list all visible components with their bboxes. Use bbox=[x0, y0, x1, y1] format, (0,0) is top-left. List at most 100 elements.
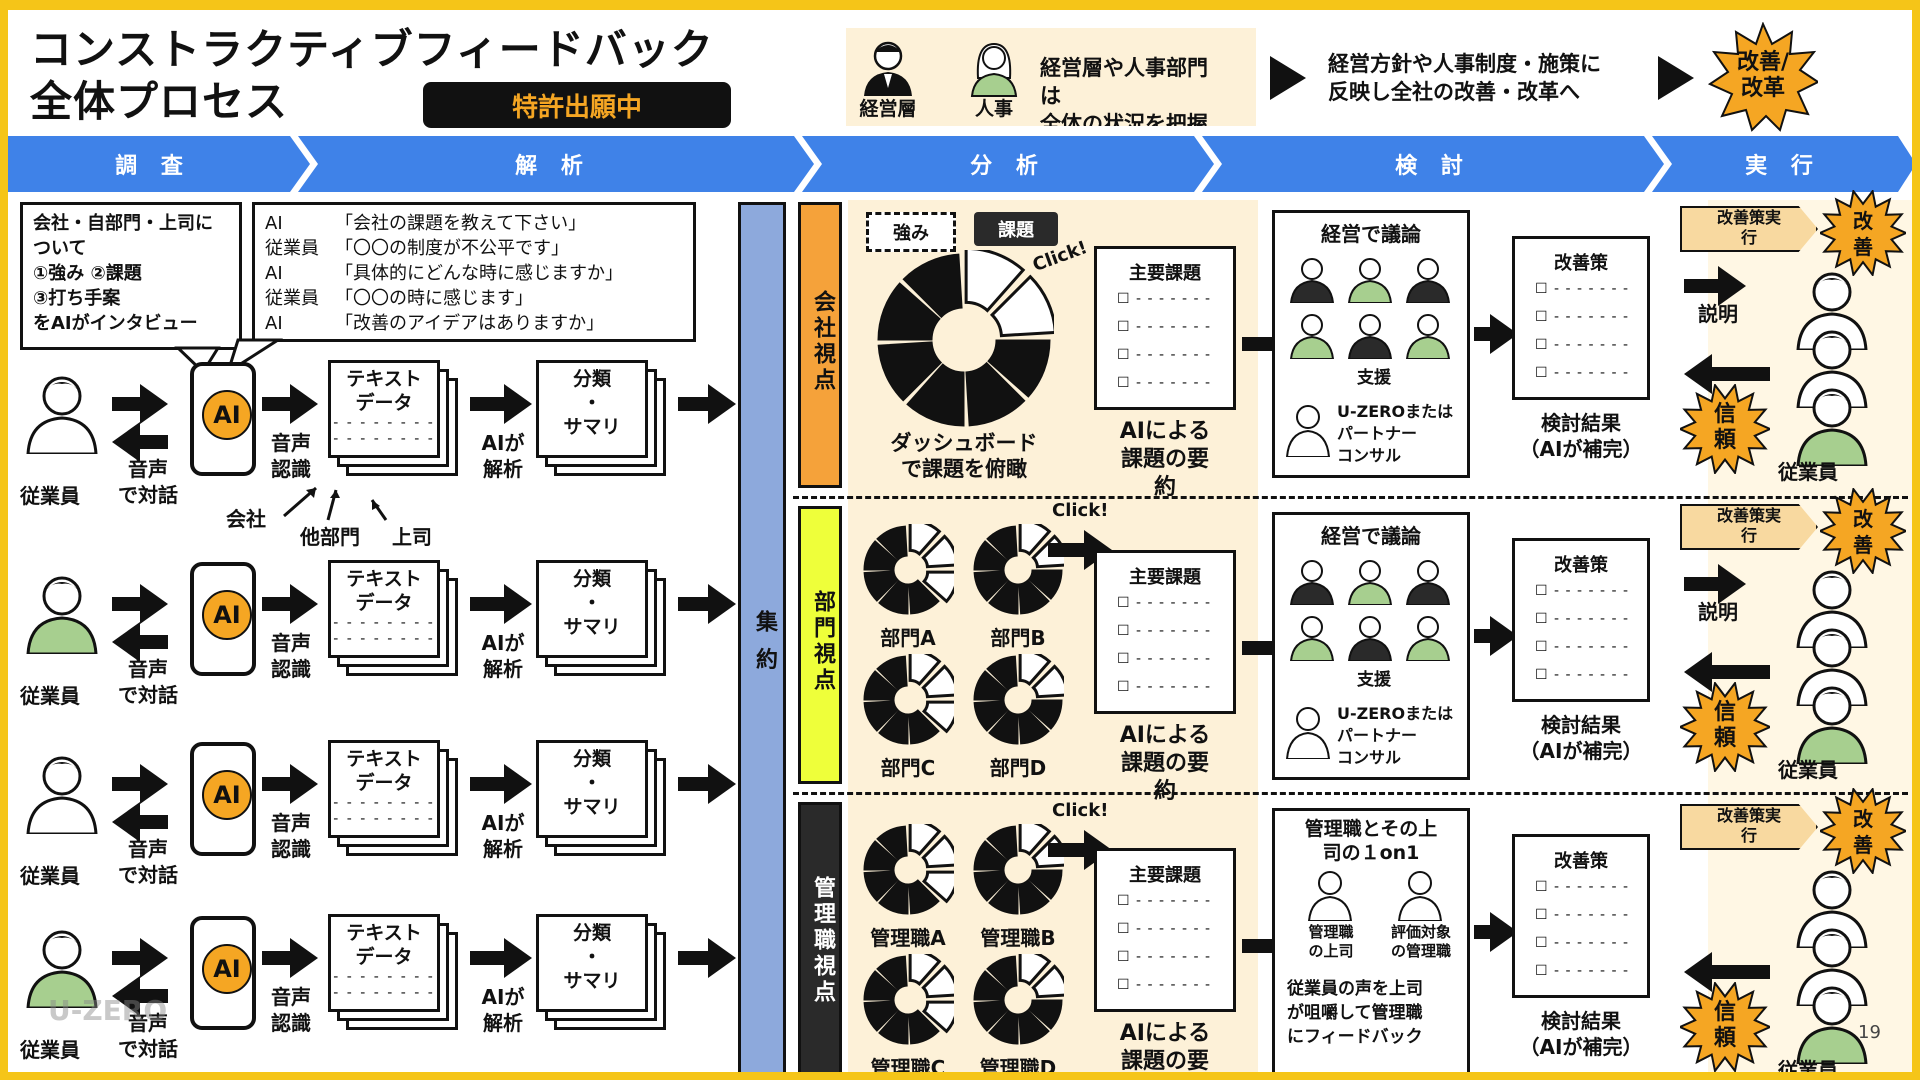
employee-label: 従業員 bbox=[1778, 1058, 1838, 1080]
dialog-callout: AI「会社の課題を教えて下さい」 従業員「〇〇の制度が不公平です」 AI「具体的… bbox=[252, 202, 696, 342]
donut-segment bbox=[863, 870, 899, 902]
donut-label: 部門C bbox=[880, 756, 936, 780]
board-member-icon bbox=[1289, 258, 1335, 303]
checkbox-item: ☐ - - - - - - - bbox=[1535, 611, 1630, 627]
classify-title: 分類・サマリ bbox=[539, 747, 645, 819]
board-member-icon bbox=[1289, 314, 1335, 359]
donut-segment bbox=[986, 825, 1018, 861]
consult-line3: コンサル bbox=[1337, 748, 1402, 767]
aa-line1: AIが bbox=[481, 985, 525, 1009]
voice-dialog-line2: で対話 bbox=[118, 683, 178, 707]
text-data-title: テキストデータ bbox=[331, 567, 437, 615]
donut-segment bbox=[876, 655, 908, 691]
improvement-title: 改善策 bbox=[1554, 555, 1608, 576]
ai-analysis-label: AIが解析 bbox=[474, 810, 532, 862]
consultant-label: U-ZEROまたはパートナーコンサル bbox=[1337, 703, 1469, 769]
donut-segment bbox=[986, 525, 1018, 561]
placeholder-line: - - - - - - - - bbox=[333, 969, 435, 985]
trust-burst-icon bbox=[1680, 384, 1770, 474]
trust-burst-text: 信頼 bbox=[1702, 1000, 1748, 1052]
donut-segment bbox=[877, 341, 943, 402]
employee-icon bbox=[26, 930, 98, 1008]
arrow-right-icon bbox=[1474, 912, 1518, 952]
dialog-speaker: AI bbox=[265, 213, 283, 234]
ai-summary-line3: 約 bbox=[1153, 779, 1176, 804]
arrow-right-icon bbox=[678, 384, 736, 424]
vr-line1: 音声 bbox=[271, 811, 311, 835]
arrow-left-icon bbox=[112, 802, 168, 842]
arrow-right-icon bbox=[112, 584, 168, 624]
mgmt-discussion-title: 経営で議論 bbox=[1321, 524, 1421, 548]
placeholder-line: - - - - - - - - bbox=[333, 985, 435, 1001]
employee-icon bbox=[26, 576, 98, 654]
page-title: コンストラクティブフィードバック 全体プロセス bbox=[30, 24, 714, 128]
checkbox-item: ☐ - - - - - - - bbox=[1117, 679, 1212, 695]
employee-label: 従業員 bbox=[20, 1038, 80, 1062]
aa-line2: 解析 bbox=[483, 457, 523, 481]
donut-segment bbox=[863, 540, 899, 571]
classify-line3: サマリ bbox=[563, 796, 621, 818]
interview-callout: 会社・自部門・上司に ついて ①強み ②課題 ③打ち手案 をAIがインタビュー bbox=[20, 202, 242, 350]
ai-summary-caption: AIによる課題の要約 bbox=[1094, 418, 1236, 502]
callout-line: 会社・自部門・上司に bbox=[33, 213, 213, 234]
result-line2: （AIが補完） bbox=[1519, 739, 1643, 763]
improve-line1: 改 bbox=[1853, 209, 1873, 233]
employee-label: 従業員 bbox=[1778, 758, 1838, 782]
click-label: Click! bbox=[1052, 800, 1109, 821]
ai-summary-line1: AIによる bbox=[1119, 1021, 1211, 1046]
target-arrows bbox=[283, 486, 388, 521]
improve-line1: 改 bbox=[1853, 507, 1873, 531]
donut-segment bbox=[965, 361, 1026, 427]
donut-segment bbox=[1031, 664, 1064, 699]
burst-line1: 改善/ bbox=[1736, 50, 1790, 75]
improve-burst-icon bbox=[1820, 788, 1906, 874]
employee-icon bbox=[26, 756, 98, 834]
donut-label: 部門B bbox=[990, 626, 1046, 650]
improvement-sheet: 改善策☐ - - - - - - -☐ - - - - - - -☐ - - -… bbox=[1512, 538, 1650, 702]
person-icon bbox=[1397, 871, 1443, 921]
text-data-title: テキストデータ bbox=[331, 367, 437, 415]
donut-segment bbox=[876, 825, 908, 861]
one-on-one-title: 管理職とその上司の１on1 bbox=[1275, 817, 1467, 865]
placeholder-line: - - - - - - - - bbox=[333, 631, 435, 647]
review-result-caption: 検討結果（AIが補完） bbox=[1502, 1008, 1660, 1060]
voice-dialog-label: 音声で対話 bbox=[106, 656, 190, 708]
consult-line3: コンサル bbox=[1337, 446, 1402, 465]
aa-line1: AIが bbox=[481, 631, 525, 655]
main-issue-title: 主要課題 bbox=[1129, 263, 1201, 284]
arrow-right-icon bbox=[1474, 616, 1518, 656]
aa-line2: 解析 bbox=[483, 1011, 523, 1035]
support-label: 支援 bbox=[1357, 670, 1391, 690]
donut-segment bbox=[973, 700, 1009, 732]
donut-segment bbox=[908, 879, 940, 915]
checkbox-item: ☐ - - - - - - - bbox=[1117, 893, 1212, 909]
donut-segment bbox=[863, 700, 899, 732]
classify-line3: サマリ bbox=[563, 616, 621, 638]
feedback-line3: にフィードバック bbox=[1287, 1027, 1423, 1047]
donut-segment bbox=[908, 1009, 940, 1045]
text-data-line1: テキスト bbox=[346, 568, 422, 590]
vr-line2: 認識 bbox=[271, 1011, 311, 1035]
one-on-one-line1: 管理職とその上 bbox=[1304, 818, 1438, 840]
donut-segment bbox=[908, 954, 942, 987]
reflect-line2: 反映し全社の改善・改革へ bbox=[1328, 80, 1580, 104]
ai-badge: AI bbox=[202, 944, 252, 994]
employee-label: 従業員 bbox=[1778, 460, 1838, 484]
checkbox-item: ☐ - - - - - - - bbox=[1117, 949, 1212, 965]
ai-summary-line3: 約 bbox=[1094, 1076, 1236, 1080]
trust-burst-text: 信頼 bbox=[1702, 402, 1748, 454]
trust-line1: 信 bbox=[1713, 402, 1736, 427]
phase-review: 検 討 bbox=[1395, 154, 1471, 179]
view-dept-bar bbox=[798, 506, 842, 784]
text-data-line2: データ bbox=[355, 592, 413, 614]
donut-label: 管理職D bbox=[979, 1056, 1057, 1080]
phase-analyze: 分 析 bbox=[970, 154, 1046, 179]
checkbox-item: ☐ - - - - - - - bbox=[1117, 595, 1212, 611]
document-icon: テキストデータ- - - - - - - -- - - - - - - - bbox=[328, 914, 440, 1012]
arrow-right-icon bbox=[678, 584, 736, 624]
dialog-line: 「具体的にどんな時に感じますか」 bbox=[335, 263, 623, 284]
result-line2: （AIが補完） bbox=[1519, 437, 1643, 461]
donut-label: 管理職C bbox=[870, 1056, 946, 1080]
classify-line2: ・ bbox=[582, 946, 602, 968]
person-icon bbox=[1307, 871, 1353, 921]
